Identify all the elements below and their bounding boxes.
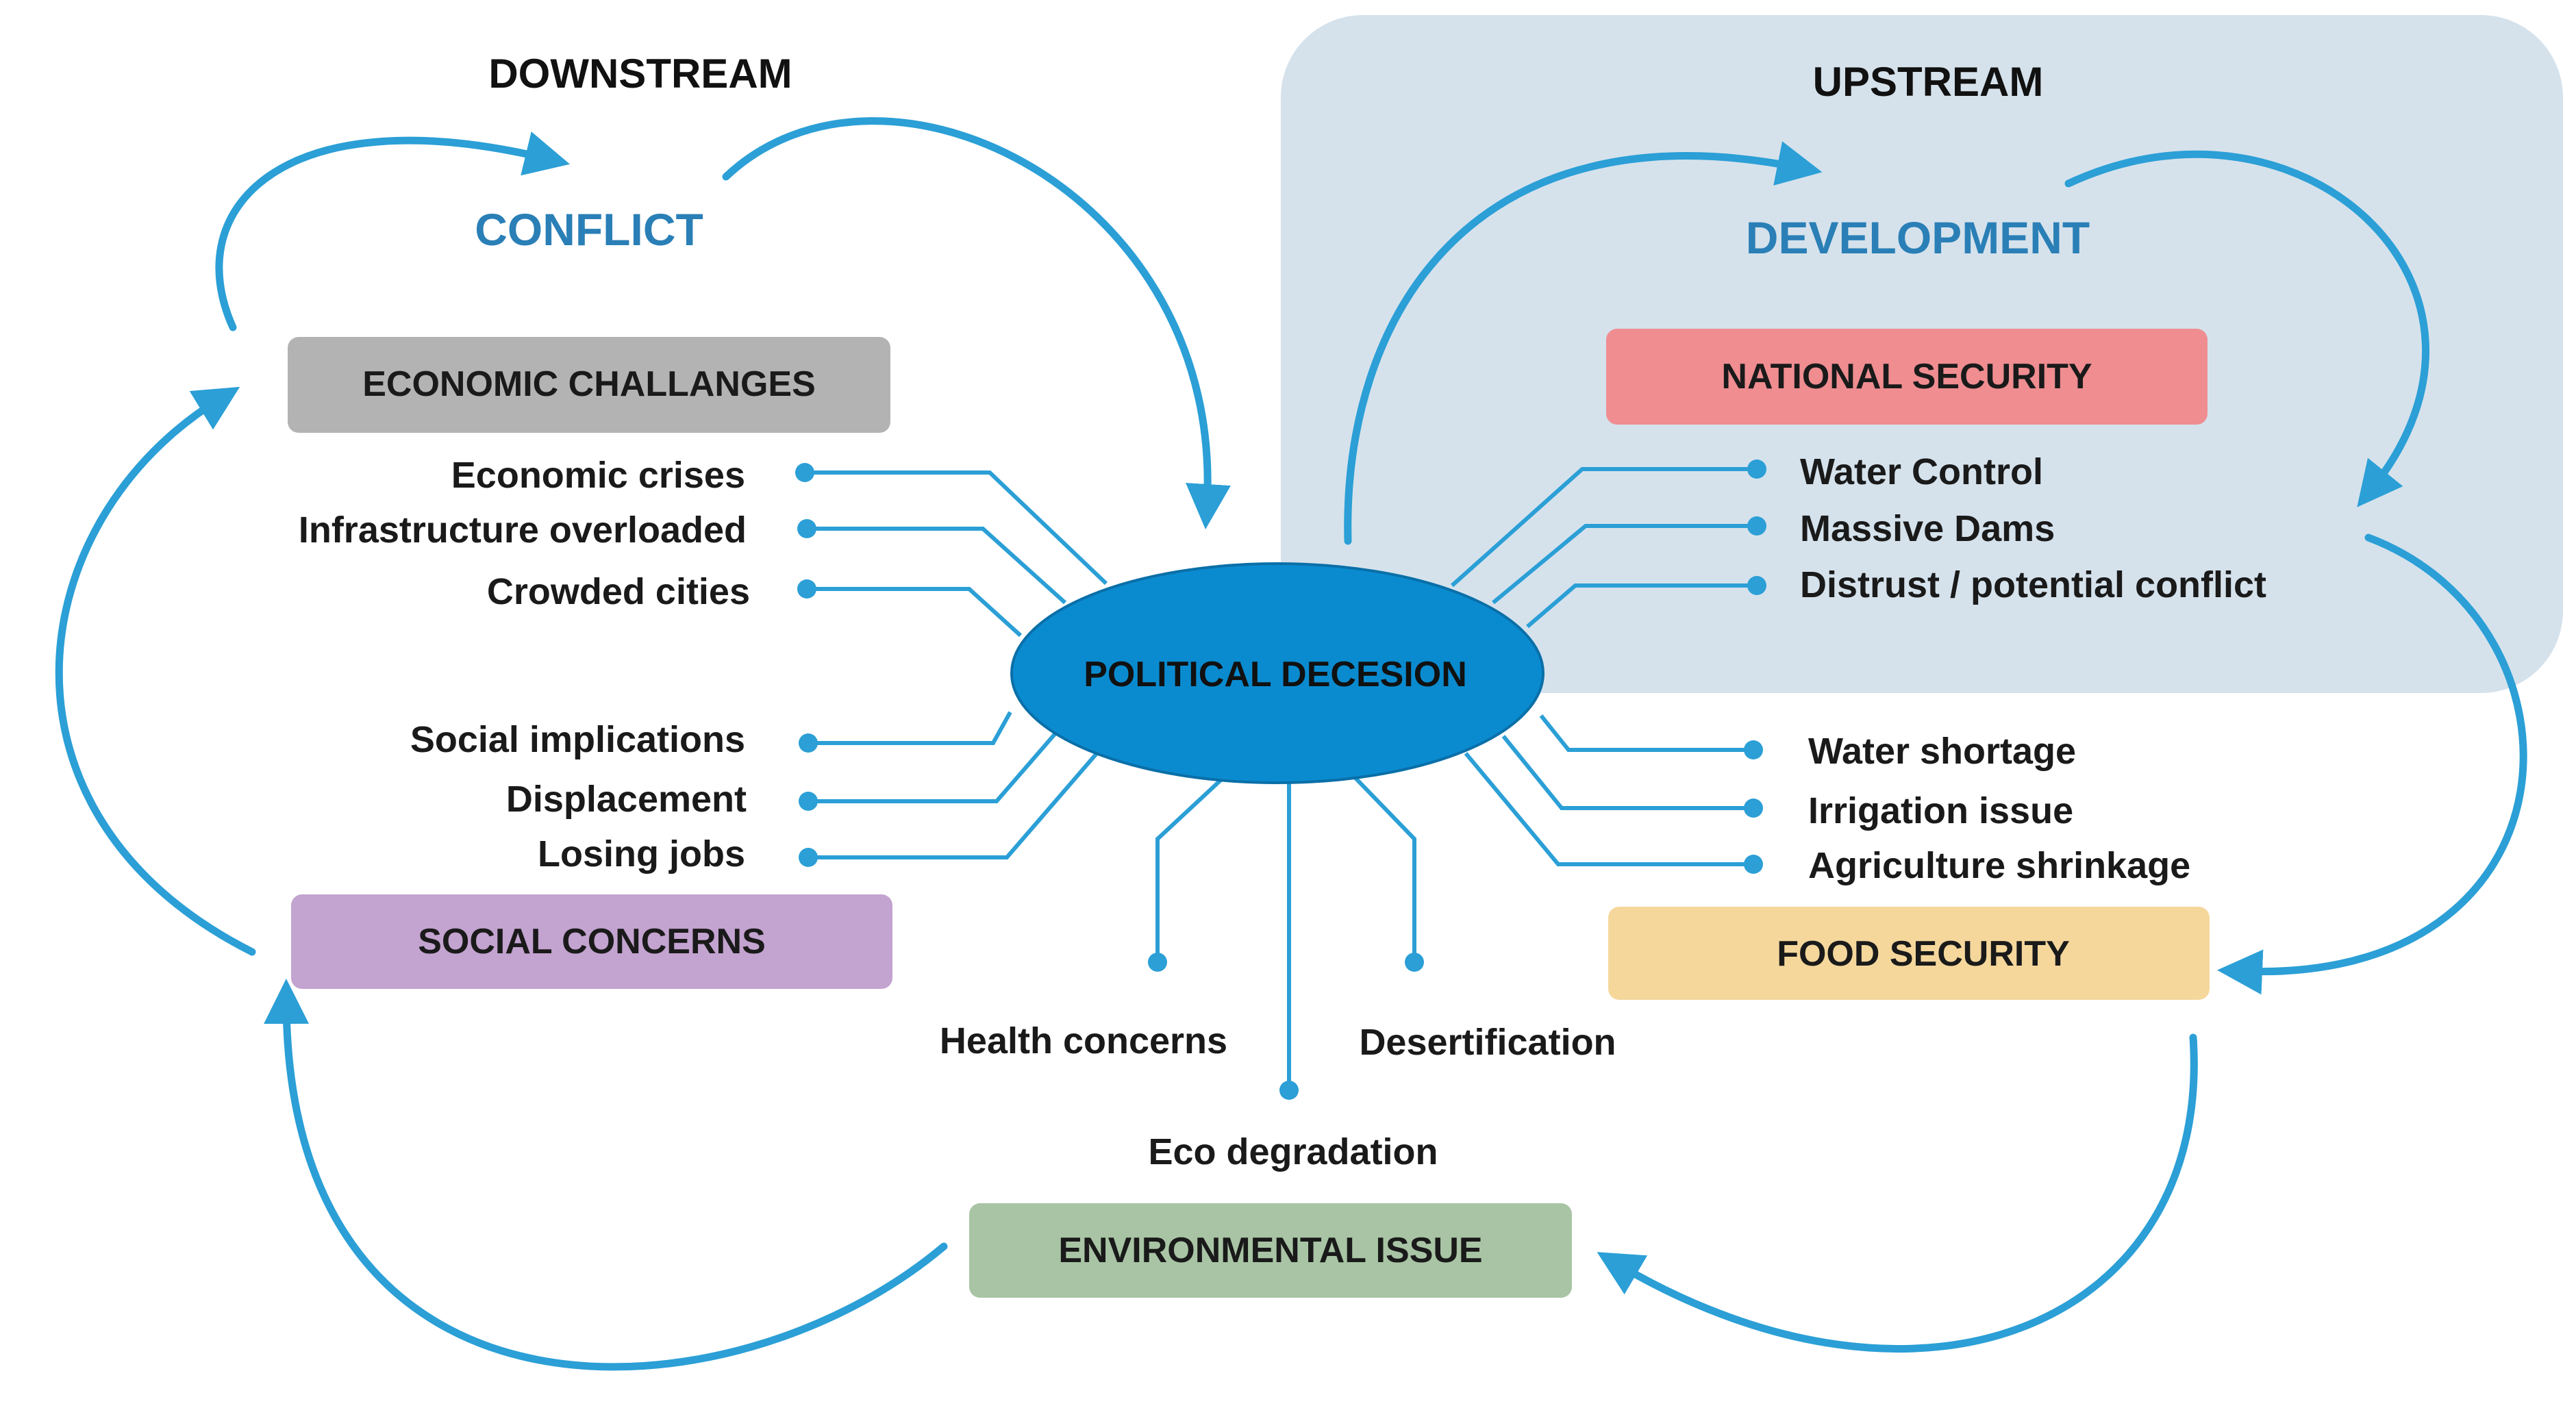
leader-dot [797,519,816,538]
leader-line [1539,714,1753,752]
cycle-arrow-development-out [2064,150,2430,507]
cycle-arrow-development-in [1344,141,1823,545]
national-box-label: NATIONAL SECURITY [1721,357,2092,397]
economic-item: Infrastructure overloaded [299,510,747,551]
cycle-arrow-conflict-in [215,131,571,331]
food-leaders [1464,714,1763,874]
leader-dot [1747,576,1766,595]
leader-line [808,745,1105,859]
leader-dot [1744,740,1763,759]
food-item: Agriculture shrinkage [1808,845,2190,886]
leader-dot [1279,1081,1299,1100]
upstream-heading: UPSTREAM [1813,59,2044,105]
national-security-box: NATIONAL SECURITY [1606,329,2208,425]
development-theme: DEVELOPMENT [1746,212,2090,263]
cycle-arrow-conflict-out [722,117,1231,529]
leader-dot [1744,799,1763,818]
economic-box-label: ECONOMIC CHALLANGES [362,364,816,404]
environmental-issue-box: ENVIRONMENTAL ISSUE [969,1203,1572,1298]
downstream-heading: DOWNSTREAM [488,51,792,97]
leader-line [1351,773,1416,962]
social-concerns-box: SOCIAL CONCERNS [291,894,892,989]
leader-dot [795,463,814,482]
environmental-leaders [1148,773,1424,1100]
food-item: Irrigation issue [1808,790,2073,831]
leader-line [807,527,1067,605]
leader-dot [799,733,818,753]
leader-line [808,711,1012,745]
environmental-item: Desertification [1359,1022,1616,1063]
leader-dot [1747,516,1766,536]
leader-line [1501,735,1753,810]
economic-challenges-box: ECONOMIC CHALLANGES [288,337,890,433]
political-decision-label: POLITICAL DECESION [1084,655,1467,694]
economic-item: Crowded cities [487,571,750,612]
leader-dot [1744,855,1763,874]
cycle-arrow-national-to-food [2217,533,2527,995]
leader-line [1450,467,1757,588]
economic-item: Economic crises [451,455,745,496]
leader-line [1526,583,1757,629]
leader-line [805,470,1108,586]
leader-dot [1747,460,1766,479]
political-decision-node [1010,562,1545,784]
environmental-item: Health concerns [940,1020,1227,1061]
leader-line [808,733,1057,803]
leader-dot [797,579,816,599]
leader-dot [799,848,818,867]
leader-dot [1148,953,1167,972]
cycle-arrow-social-to-economic [55,386,256,956]
leader-line [1464,752,1753,866]
leader-dot [799,792,818,811]
leader-line [1155,773,1228,962]
leader-line [1492,524,1757,605]
national-item: Water Control [1800,451,2043,492]
cycle-arrow-food-to-environment [1597,1033,2198,1353]
social-leaders [799,711,1105,867]
social-item: Displacement [506,779,747,820]
national-leaders [1450,460,1766,629]
national-item: Distrust / potential conflict [1800,564,2266,605]
leader-dot [1405,953,1424,972]
food-security-box: FOOD SECURITY [1608,907,2210,1000]
conflict-theme: CONFLICT [475,204,703,255]
environmental-item: Eco degradation [1148,1131,1438,1172]
leader-line [807,587,1023,638]
food-box-label: FOOD SECURITY [1777,934,2070,974]
social-item: Social implications [410,719,745,760]
economic-leaders [795,463,1108,638]
national-item: Massive Dams [1800,508,2055,549]
cycle-arrow-environment-to-social [264,979,948,1371]
food-item: Water shortage [1808,731,2076,772]
social-box-label: SOCIAL CONCERNS [418,922,766,961]
environmental-box-label: ENVIRONMENTAL ISSUE [1058,1231,1482,1270]
social-item: Losing jobs [538,833,745,875]
